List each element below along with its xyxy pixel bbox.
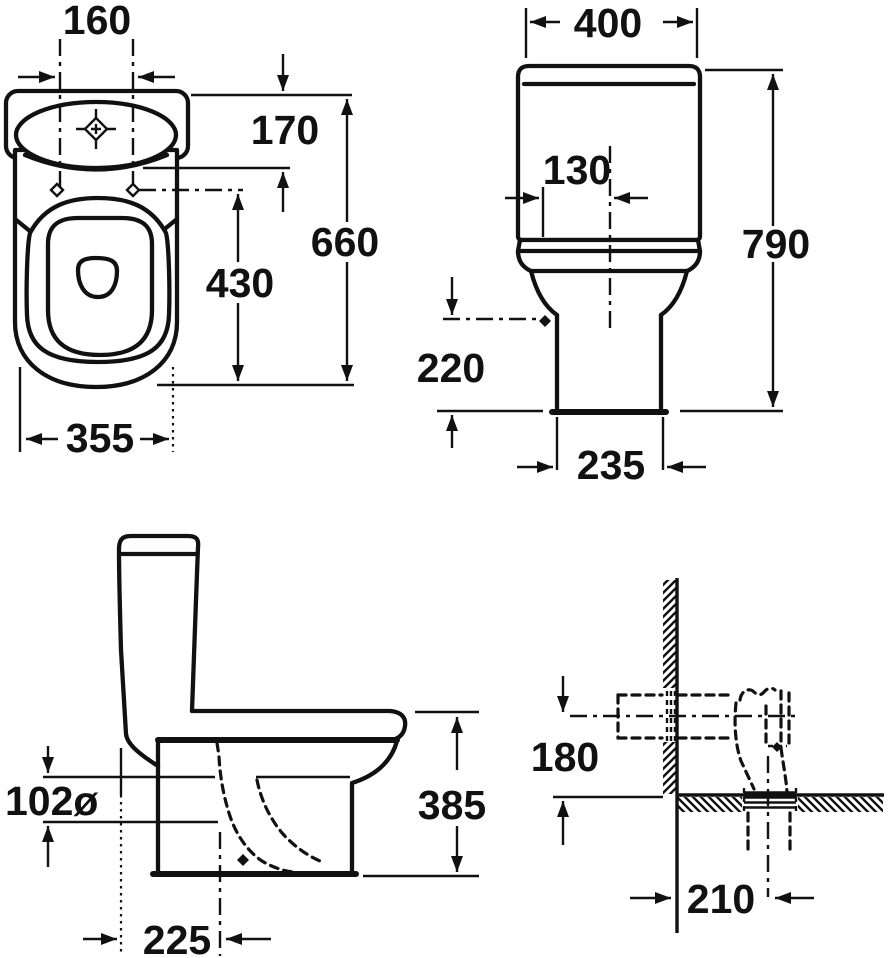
dim-label-side-385: 385: [418, 782, 486, 828]
front-dim-400: 400: [524, 0, 699, 58]
dim-label-front-220: 220: [417, 345, 485, 391]
side-dim-102: 102ø: [5, 746, 218, 867]
side-trap-hidden-left: [217, 755, 295, 874]
dim-label-plan-355: 355: [66, 415, 134, 461]
detail-dim-180: 180: [531, 676, 599, 845]
detail-dim-210: 210: [630, 876, 814, 922]
dim-label-front-130: 130: [543, 147, 611, 193]
dim-label-plan-430: 430: [206, 260, 274, 306]
plan-water-spot: [75, 255, 120, 300]
front-dim-235: 235: [517, 417, 706, 488]
dim-label-detail-180: 180: [531, 734, 599, 780]
plan-center-mark-icon: [76, 109, 116, 149]
side-trap-hidden-right: [255, 778, 322, 863]
plan-dim-430: 430: [206, 194, 274, 381]
plan-hinge-hole-left: [49, 182, 65, 198]
front-bowl-sides: [528, 268, 690, 318]
dim-label-plan-170: 170: [251, 107, 319, 153]
side-dim-225: 225: [83, 748, 271, 958]
side-cistern-outline: [116, 533, 201, 769]
side-dim-385: 385: [363, 710, 486, 878]
dim-label-front-235: 235: [577, 442, 645, 488]
dim-label-detail-210: 210: [687, 876, 755, 922]
floor-hatch-right: [798, 797, 883, 812]
pan-trap-hidden-outline: [733, 686, 791, 794]
installation-detail-view: 180 210: [531, 578, 884, 933]
plan-dim-160: 160: [18, 0, 175, 83]
dim-label-plan-160: 160: [63, 0, 131, 43]
plan-dim-170: 170: [143, 54, 352, 212]
dim-label-side-102: 102ø: [5, 778, 98, 824]
dim-label-front-790: 790: [742, 221, 810, 267]
floor-hatch-left: [678, 797, 742, 812]
front-dim-790: 790: [680, 68, 810, 413]
horizontal-outlet-pipe: [570, 691, 800, 741]
front-outlet-diamond: [539, 315, 551, 327]
floor-flange-lines: [744, 791, 796, 809]
side-view: 102ø 385 225: [5, 533, 486, 958]
plan-rim-arc: [22, 152, 170, 172]
side-trap-diamond: [237, 854, 249, 866]
dim-label-plan-660: 660: [311, 219, 379, 265]
wall-hatch-upper: [663, 580, 677, 688]
dim-label-side-225: 225: [143, 917, 211, 958]
vertical-outlet-pipe: [742, 756, 798, 897]
plan-view: 160 170 660 430 355: [3, 0, 379, 461]
plan-dim-355: 355: [18, 367, 175, 461]
side-trap-hidden-top: [215, 741, 221, 758]
wall-hatch-lower: [663, 742, 677, 794]
side-seat-profile: [189, 708, 408, 743]
front-dim-220: 220: [417, 277, 551, 448]
front-view: 400 130 790 220: [417, 0, 810, 488]
plan-dim-660: 660: [157, 99, 379, 387]
dim-label-front-400: 400: [574, 0, 642, 46]
side-bowl-front: [349, 738, 400, 876]
plan-hinge-hole-right: [125, 182, 141, 198]
front-pedestal-sides: [554, 312, 664, 414]
front-dim-130: 130: [505, 147, 648, 204]
